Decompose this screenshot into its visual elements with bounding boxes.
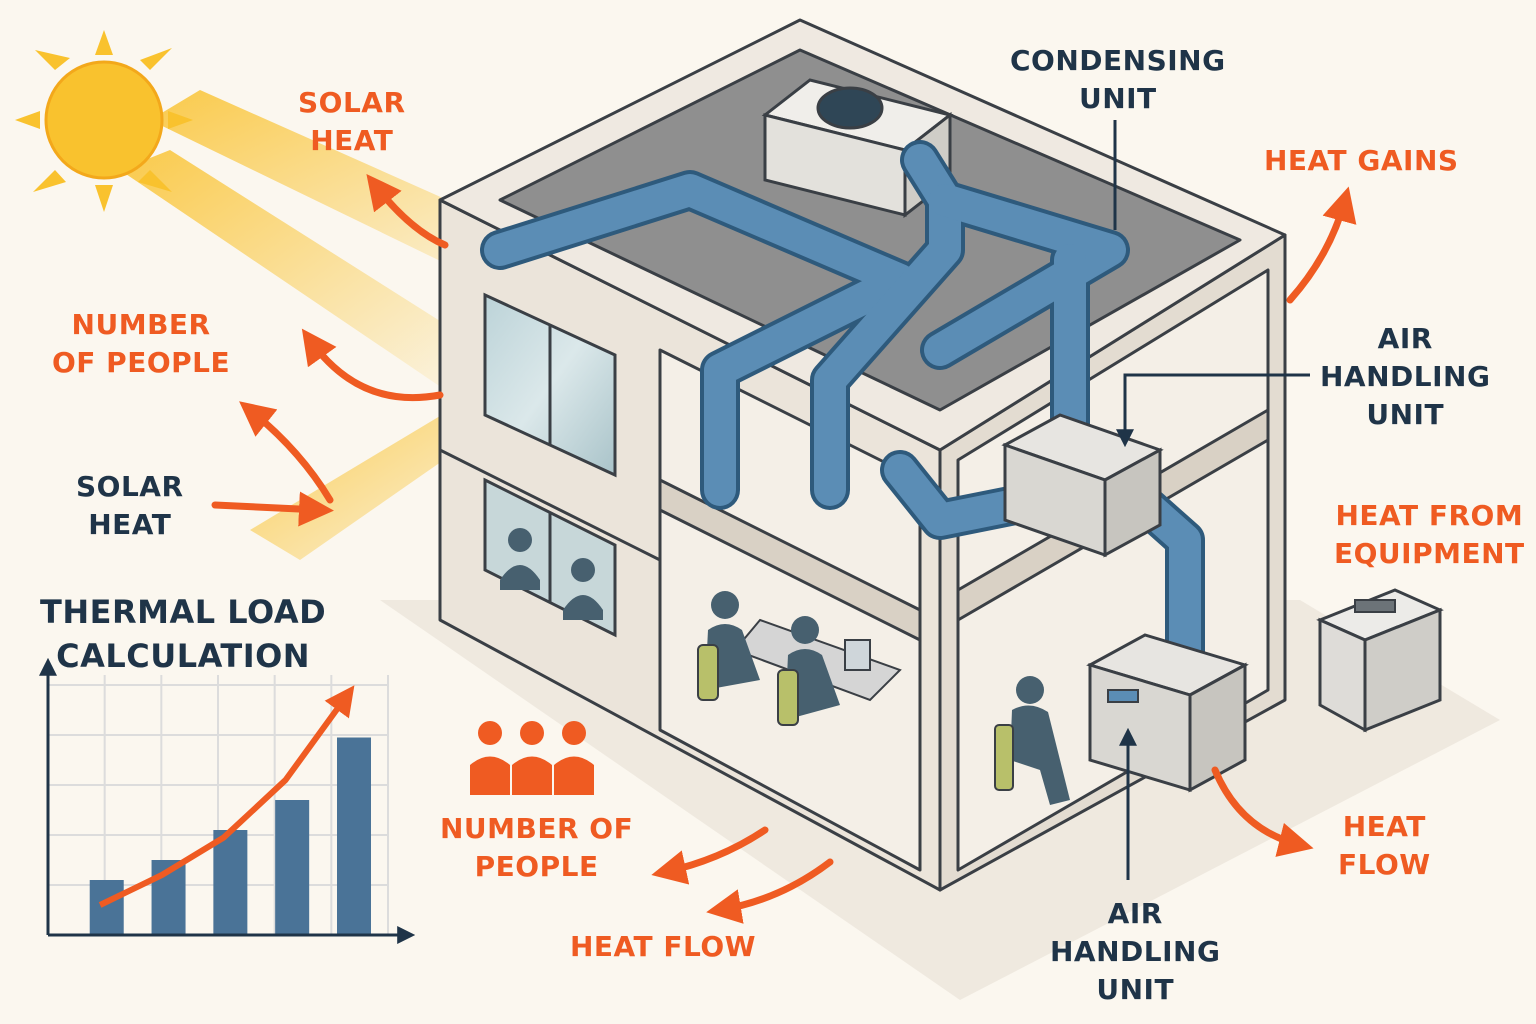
seated-person xyxy=(994,676,1070,805)
chart-line xyxy=(98,685,355,908)
arrow-heat-flow-bottom-1 xyxy=(651,826,769,885)
chart-bar xyxy=(337,737,371,935)
chart-bar xyxy=(275,800,310,935)
arrow-heat-flow-bottom-2 xyxy=(706,858,834,924)
sun-icon xyxy=(15,30,193,212)
air-handling-unit-lower xyxy=(1086,633,1249,793)
arrow-heat-flow-right xyxy=(1211,766,1314,857)
chart-bar xyxy=(213,830,248,935)
arrow-people-left xyxy=(301,328,444,402)
office-workers xyxy=(697,591,902,726)
ductwork xyxy=(480,140,1205,680)
window-upper xyxy=(483,292,617,478)
arrow-solar-heat-top xyxy=(366,173,449,249)
arrow-heat-gains xyxy=(1286,186,1357,304)
chart-bars xyxy=(89,737,371,935)
people-group-icon xyxy=(470,721,594,795)
thermal-load-chart xyxy=(39,657,416,944)
chart-line-series xyxy=(98,685,355,908)
label-heat-gains: HEAT GAINS xyxy=(1264,144,1459,177)
air-handling-unit-upper xyxy=(1001,413,1164,558)
label-heat-flow-bottom: HEAT FLOW xyxy=(570,930,757,963)
callout-ahu-right xyxy=(1116,373,1310,448)
people-silhouettes-window xyxy=(500,528,603,620)
chart-bar xyxy=(89,880,124,935)
arrow-solar-left-short xyxy=(211,491,334,527)
callout-lines xyxy=(1113,120,1310,880)
printer-icon xyxy=(1316,588,1444,733)
heat-arrows xyxy=(211,173,1357,924)
arrow-solar-heat-left xyxy=(239,401,334,504)
chart-axes xyxy=(39,657,416,944)
